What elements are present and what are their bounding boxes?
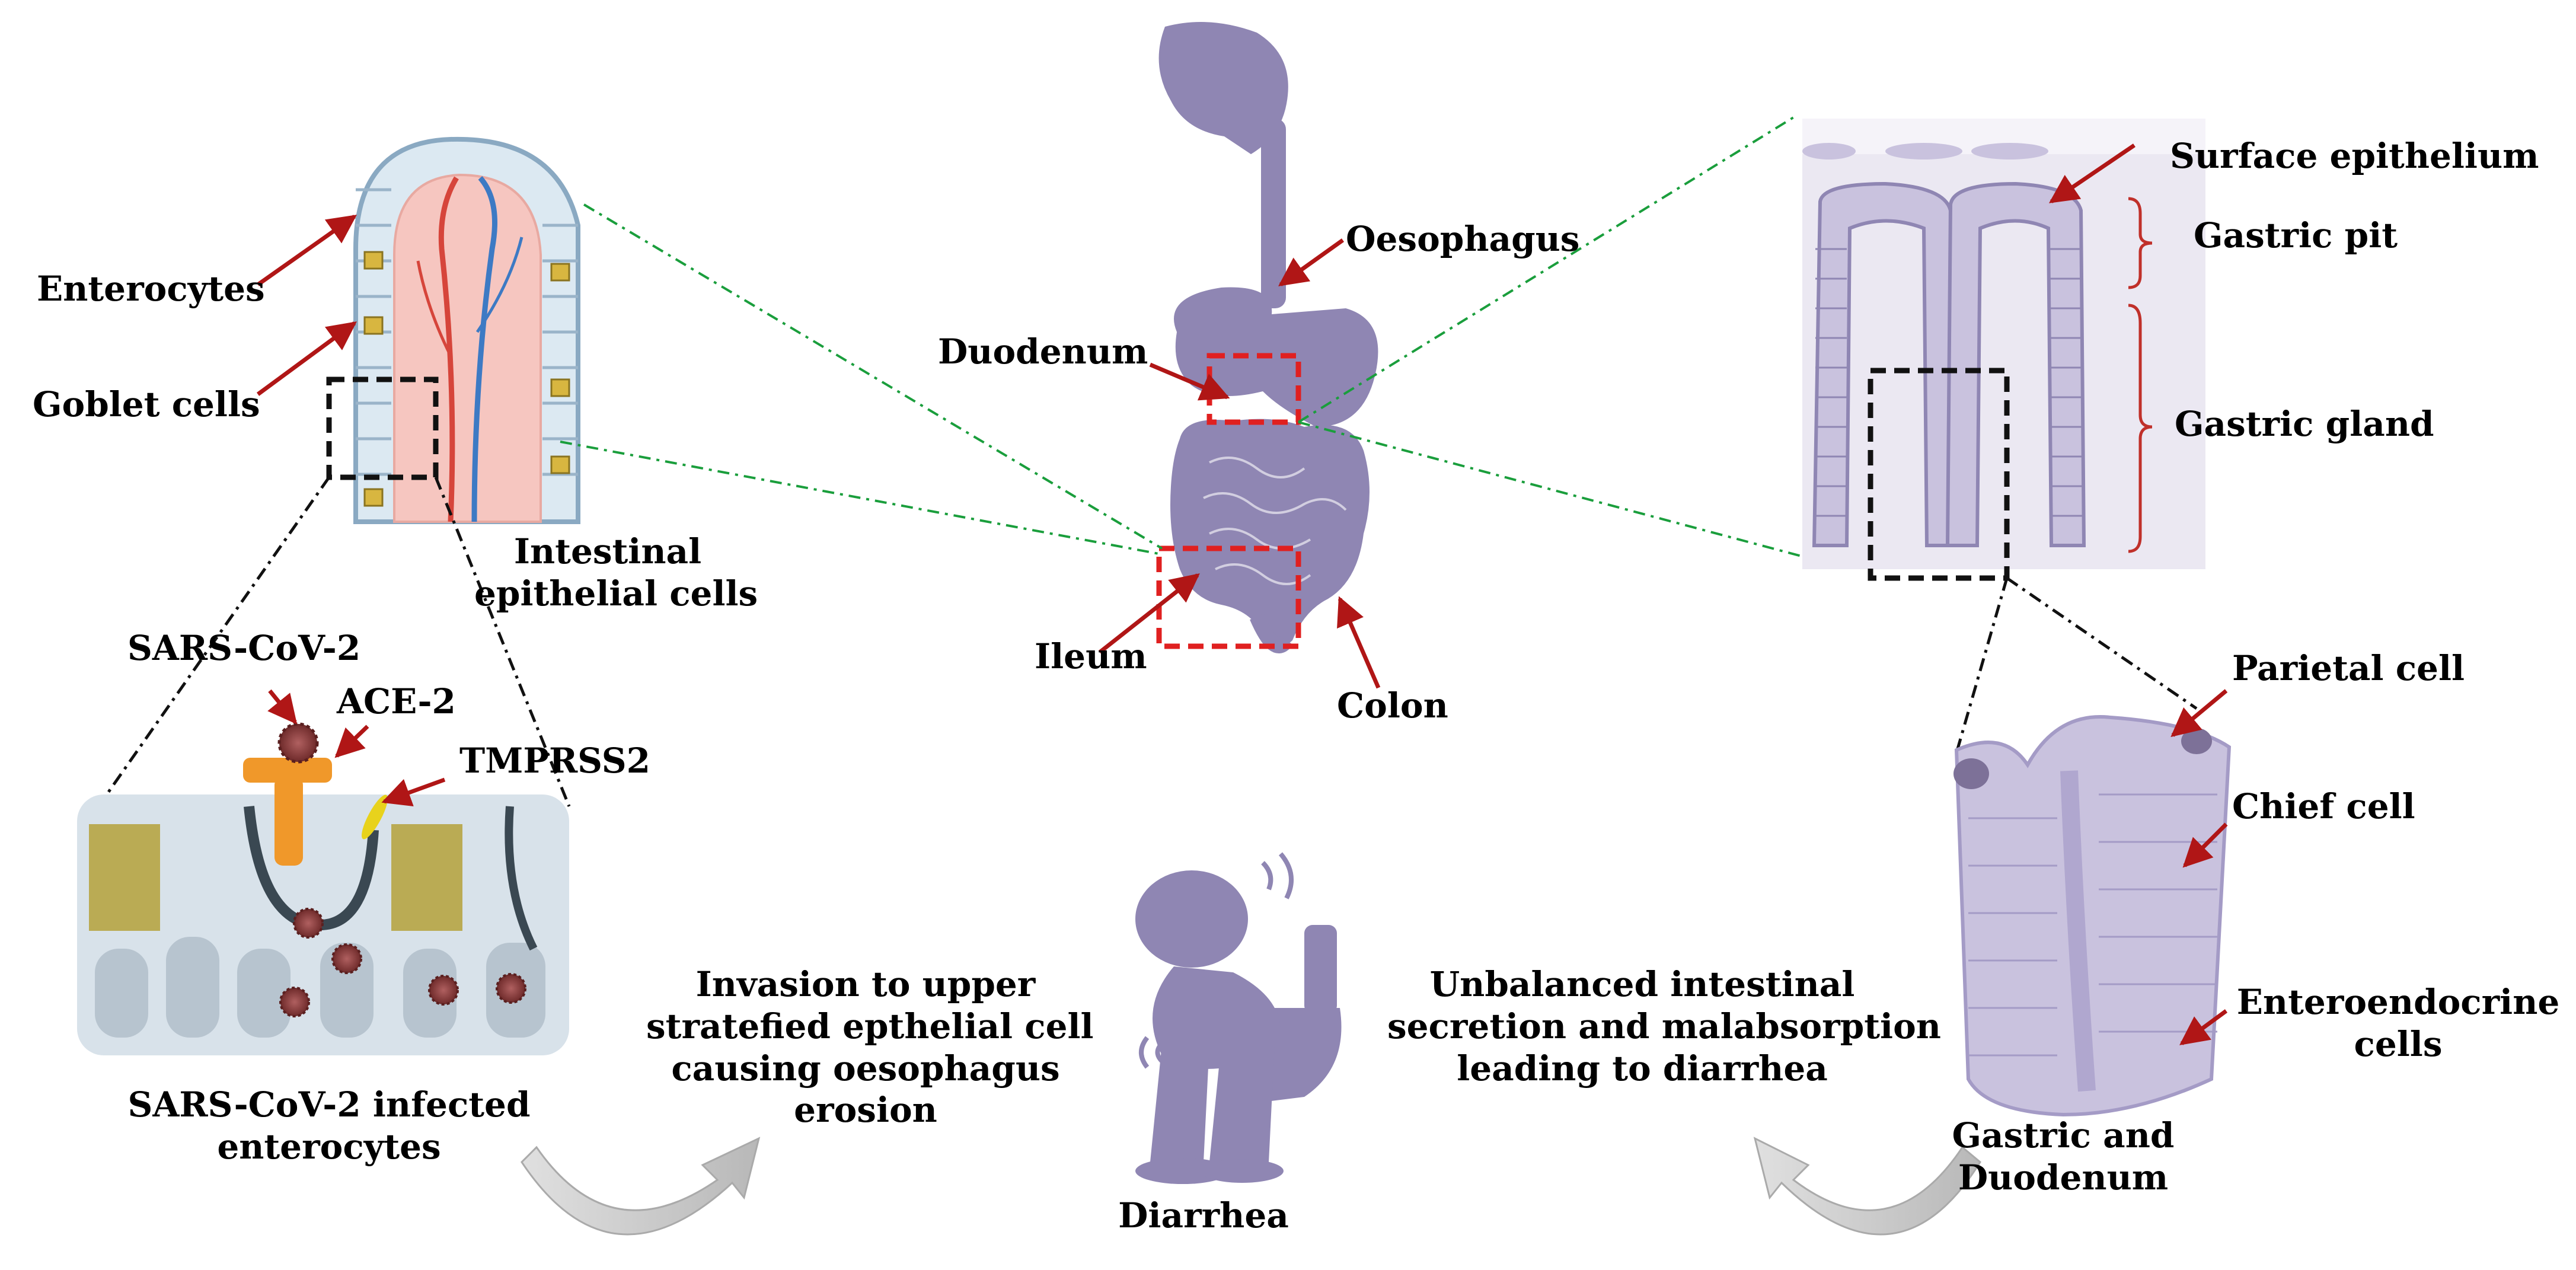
duodenum-zoom-box [1206, 353, 1301, 425]
goblet-cells-label: Goblet cells [33, 384, 260, 425]
surface-epithelium-label: Surface epithelium [2170, 136, 2539, 176]
enteroendocrine-label: Enteroendocrine cells [2232, 981, 2564, 1065]
gastric-gland-label: Gastric gland [2175, 404, 2434, 444]
unbalanced-line-3: leading to diarrhea [1457, 1048, 1828, 1089]
infected-enterocytes-label: SARS-CoV-2 infected enterocytes [83, 1084, 575, 1168]
gastric-zoom-box [1868, 368, 2010, 581]
chief-cell-label: Chief cell [2232, 786, 2415, 827]
invasion-line-1: Invasion to upper [695, 964, 1036, 1004]
digestive-tract [1158, 22, 1378, 653]
invasion-text: Invasion to upper stratefied epthelial c… [646, 963, 1094, 1131]
diarrhea-label: Diarrhea [1118, 1195, 1289, 1236]
ace2-receptor [243, 758, 332, 866]
invasion-line-4: erosion [794, 1090, 937, 1131]
unbalanced-line-2: secretion and malabsorption [1387, 1006, 1941, 1046]
right-curved-arrow [1753, 1137, 1981, 1236]
gastric-duodenum-line-1: Gastric and [1952, 1115, 2175, 1156]
infected-enterocytes-line-2: enterocytes [217, 1126, 441, 1167]
duodenum-label: Duodenum [938, 331, 1148, 372]
red-pointer-arrows [256, 143, 2228, 1045]
villus-zoom-box [326, 376, 439, 480]
infected-enterocytes-line-1: SARS-CoV-2 infected [127, 1084, 531, 1125]
distress-marks [1139, 852, 1294, 1069]
enteroendocrine-line-1: Enteroendocrine [2236, 982, 2560, 1022]
gastric-duodenum-line-2: Duodenum [1958, 1157, 2169, 1198]
invasion-line-3: causing oesophagus [671, 1048, 1060, 1089]
invasion-line-2: stratefied epthelial cell [646, 1006, 1094, 1046]
colon-label: Colon [1337, 685, 1448, 726]
left-curved-arrow [521, 1137, 761, 1236]
intestinal-epithelial-label: Intestinal epithelial cells [474, 531, 758, 615]
unbalanced-text: Unbalanced intestinal secretion and mala… [1387, 963, 1941, 1089]
gastric-gland-bracket [2128, 304, 2153, 553]
parietal-cell-label: Parietal cell [2232, 648, 2465, 688]
green-connectors [560, 114, 1818, 561]
enteroendocrine-line-2: cells [2354, 1023, 2443, 1064]
ileum-label: Ileum [1035, 636, 1147, 677]
gastric-pits [1802, 119, 2205, 569]
tmprss2-protease [362, 794, 388, 840]
gastric-duodenum-label: Gastric and Duodenum [1933, 1115, 2194, 1199]
tmprss2-label: TMPRSS2 [459, 741, 651, 781]
enterocytes-label: Enterocytes [37, 269, 265, 309]
gastric-pit-label: Gastric pit [2194, 215, 2398, 256]
sars-cov-2-label: SARS-CoV-2 [127, 628, 361, 668]
intestine-folds [1203, 457, 1347, 585]
intestinal-epithelial-line-1: Intestinal [513, 531, 702, 572]
intestinal-villus [353, 136, 580, 524]
ace2-label: ACE-2 [337, 681, 456, 722]
diarrhea-figure [1135, 870, 1342, 1184]
unbalanced-line-1: Unbalanced intestinal [1429, 964, 1855, 1004]
gastric-pit-bracket [2128, 197, 2153, 289]
intestinal-epithelial-line-2: epithelial cells [474, 573, 758, 614]
gastric-gland-zoom [1953, 715, 2232, 1117]
oesophagus-label: Oesophagus [1346, 219, 1580, 259]
